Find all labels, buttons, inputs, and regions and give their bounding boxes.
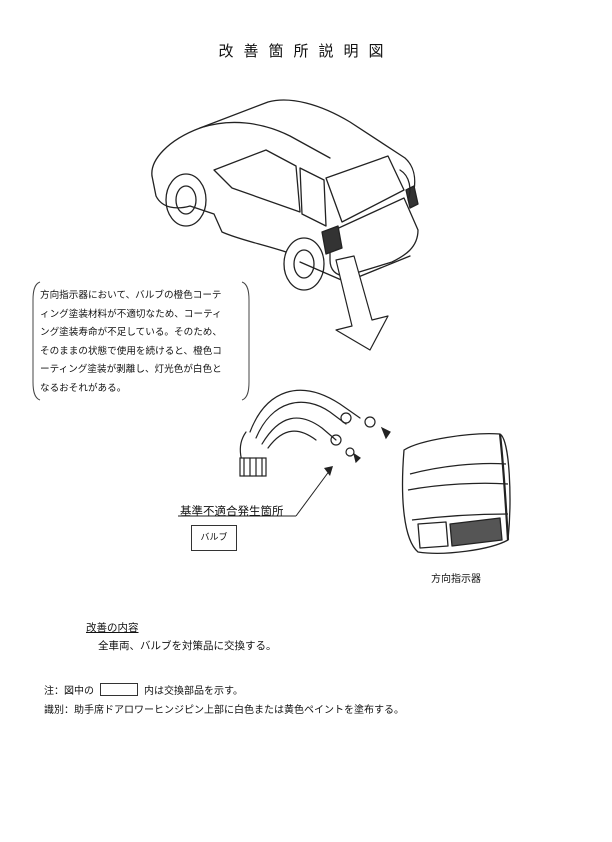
legend-frame-sample <box>100 683 138 696</box>
improvement-heading: 改善の内容 <box>86 622 139 634</box>
callout-description: 方向指示器において、バルブの橙色コーテ ィング塗装材料が不適切なため、コーティ … <box>40 290 222 394</box>
legend-note: 注：図中の 内は交換部品を示す。 <box>44 682 243 697</box>
page-title: 改善箇所説明図 <box>218 42 394 60</box>
defect-location-label: 基準不適合発生箇所 <box>180 504 284 518</box>
turn-signal-lamp-drawing <box>401 433 511 554</box>
replacement-part-box: バルブ <box>191 525 237 551</box>
lamp-pointer-arrow <box>335 255 389 351</box>
improvement-body: 全車両、バルブを対策品に交換する。 <box>98 640 277 652</box>
turn-signal-caption: 方向指示器 <box>431 574 481 585</box>
vehicle-drawing <box>151 99 419 291</box>
legend-note-prefix: 注：図中の <box>44 686 94 697</box>
identification-note: 識別：助手席ドアロワーヒンジピン上部に白色または黄色ペイントを塗布する。 <box>44 705 404 716</box>
bulb-harness-drawing <box>239 389 391 477</box>
legend-note-suffix: 内は交換部品を示す。 <box>144 686 243 697</box>
callout-brackets <box>32 281 250 401</box>
